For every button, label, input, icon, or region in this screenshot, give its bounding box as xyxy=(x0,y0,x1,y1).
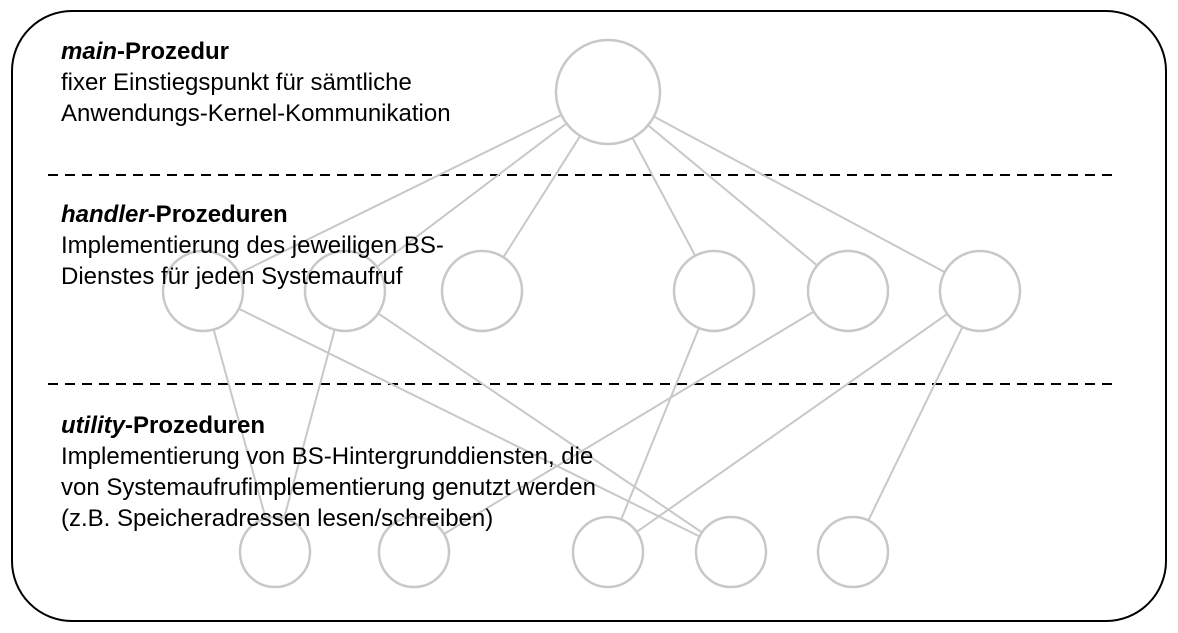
node-utility-u3 xyxy=(571,515,645,589)
edges xyxy=(212,114,964,538)
edge-h6-u5 xyxy=(867,326,964,521)
edge-main-h2 xyxy=(376,122,568,268)
section-main: main-Prozedur fixer Einstiegspunkt für s… xyxy=(61,36,451,129)
section-utility-line-2: von Systemaufrufimplementierung genutzt … xyxy=(61,474,596,501)
node-utility-u1 xyxy=(238,515,312,589)
edge-h6-u3 xyxy=(636,313,948,533)
edge-main-h4 xyxy=(631,137,697,257)
node-utility-u4 xyxy=(694,515,768,589)
edge-h1-u4 xyxy=(238,307,701,538)
section-utility-line-3: (z.B. Speicheradressen lesen/schreiben) xyxy=(61,505,494,532)
edge-h2-u4 xyxy=(377,312,703,534)
edge-main-h5 xyxy=(647,124,818,267)
section-main-title-italic: main xyxy=(61,38,118,65)
node-handler-h6 xyxy=(938,249,1022,333)
edge-h4-u3 xyxy=(620,327,700,520)
node-utility-u5 xyxy=(816,515,890,589)
section-handler-title: handler-Prozeduren xyxy=(61,199,444,230)
section-main-title-rest: -Prozedur xyxy=(117,38,230,65)
nodes xyxy=(161,38,1022,589)
section-utility-title: utility-Prozeduren xyxy=(61,410,596,441)
outer-frame xyxy=(11,10,1167,622)
section-utility-title-rest: -Prozeduren xyxy=(125,412,266,439)
edge-main-h6 xyxy=(653,115,946,274)
node-utility-u2 xyxy=(377,515,451,589)
node-handler-h5 xyxy=(806,249,890,333)
node-handler-h1 xyxy=(161,249,245,333)
edge-h5-u2 xyxy=(443,310,815,535)
node-handler-h4 xyxy=(672,249,756,333)
section-utility-line-1: Implementierung von BS-Hintergrunddienst… xyxy=(61,443,594,470)
section-utility-title-italic: utility xyxy=(61,412,125,439)
section-handler-title-rest: -Prozeduren xyxy=(147,201,288,228)
node-handler-h2 xyxy=(303,249,387,333)
section-handler-title-italic: handler xyxy=(61,201,148,228)
section-main-line-1: fixer Einstiegspunkt für sämtliche xyxy=(61,69,412,96)
section-utility: utility-Prozeduren Implementierung von B… xyxy=(61,410,596,534)
edge-main-h1 xyxy=(238,114,562,275)
edge-main-h3 xyxy=(502,135,582,258)
section-handler-line-2: Dienstes für jeden Systemaufruf xyxy=(61,263,403,290)
node-handler-h3 xyxy=(440,249,524,333)
edge-h1-u1 xyxy=(212,329,267,519)
section-handler-line-1: Implementierung des jeweiligen BS- xyxy=(61,232,444,259)
section-handler: handler-Prozeduren Implementierung des j… xyxy=(61,199,444,292)
section-main-title: main-Prozedur xyxy=(61,36,451,67)
node-main-main xyxy=(554,38,662,146)
edge-h2-u1 xyxy=(283,329,336,519)
section-main-line-2: Anwendungs-Kernel-Kommunikation xyxy=(61,100,451,127)
